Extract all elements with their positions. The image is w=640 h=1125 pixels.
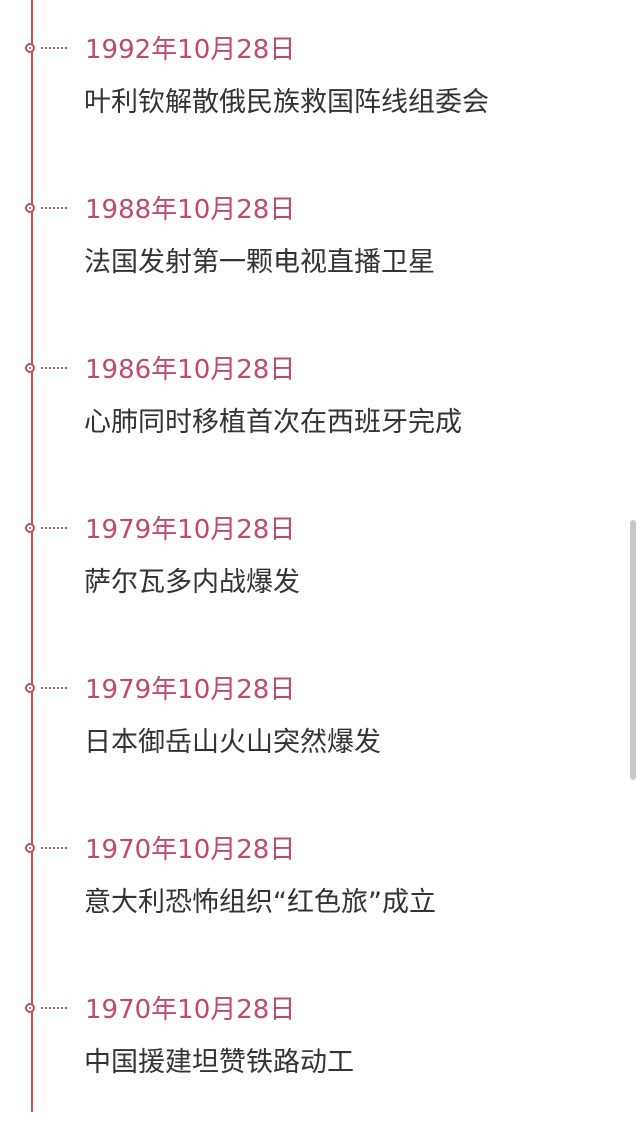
timeline-entry[interactable]: 1979年10月28日 萨尔瓦多内战爆发 [0,485,620,645]
event-title[interactable]: 心肺同时移植首次在西班牙完成 [84,407,462,438]
timeline-dot-icon [25,43,35,53]
event-date: 1970年10月28日 [85,835,296,865]
event-title[interactable]: 日本御岳山火山突然爆发 [84,727,381,758]
dotted-connector [41,687,67,689]
timeline-entry[interactable]: 1970年10月28日 中国援建坦赞铁路动工 [0,965,620,1125]
scrollbar-thumb[interactable] [630,520,636,780]
timeline-entry[interactable]: 1970年10月28日 意大利恐怖组织“红色旅”成立 [0,805,620,965]
dotted-connector [41,527,67,529]
timeline-dot-icon [25,843,35,853]
event-date: 1979年10月28日 [85,515,296,545]
dotted-connector [41,1007,67,1009]
event-title[interactable]: 叶利钦解散俄民族救国阵线组委会 [84,87,489,118]
timeline-entry[interactable]: 1986年10月28日 心肺同时移植首次在西班牙完成 [0,325,620,485]
event-date: 1986年10月28日 [85,355,296,385]
timeline-entry[interactable]: 1979年10月28日 日本御岳山火山突然爆发 [0,645,620,805]
event-title[interactable]: 意大利恐怖组织“红色旅”成立 [84,887,436,918]
timeline-dot-icon [25,523,35,533]
dotted-connector [41,847,67,849]
event-date: 1979年10月28日 [85,675,296,705]
timeline-line [31,0,33,1112]
dotted-connector [41,207,67,209]
event-title[interactable]: 法国发射第一颗电视直播卫星 [84,247,435,278]
event-title[interactable]: 中国援建坦赞铁路动工 [84,1047,354,1078]
timeline-entry[interactable]: 1988年10月28日 法国发射第一颗电视直播卫星 [0,165,620,325]
timeline-entry[interactable]: 1992年10月28日 叶利钦解散俄民族救国阵线组委会 [0,5,620,165]
timeline-dot-icon [25,683,35,693]
timeline-dot-icon [25,203,35,213]
timeline-dot-icon [25,1003,35,1013]
dotted-connector [41,367,67,369]
event-date: 1970年10月28日 [85,995,296,1025]
event-title[interactable]: 萨尔瓦多内战爆发 [84,567,300,598]
dotted-connector [41,47,67,49]
timeline-dot-icon [25,363,35,373]
event-date: 1992年10月28日 [85,35,296,65]
event-date: 1988年10月28日 [85,195,296,225]
